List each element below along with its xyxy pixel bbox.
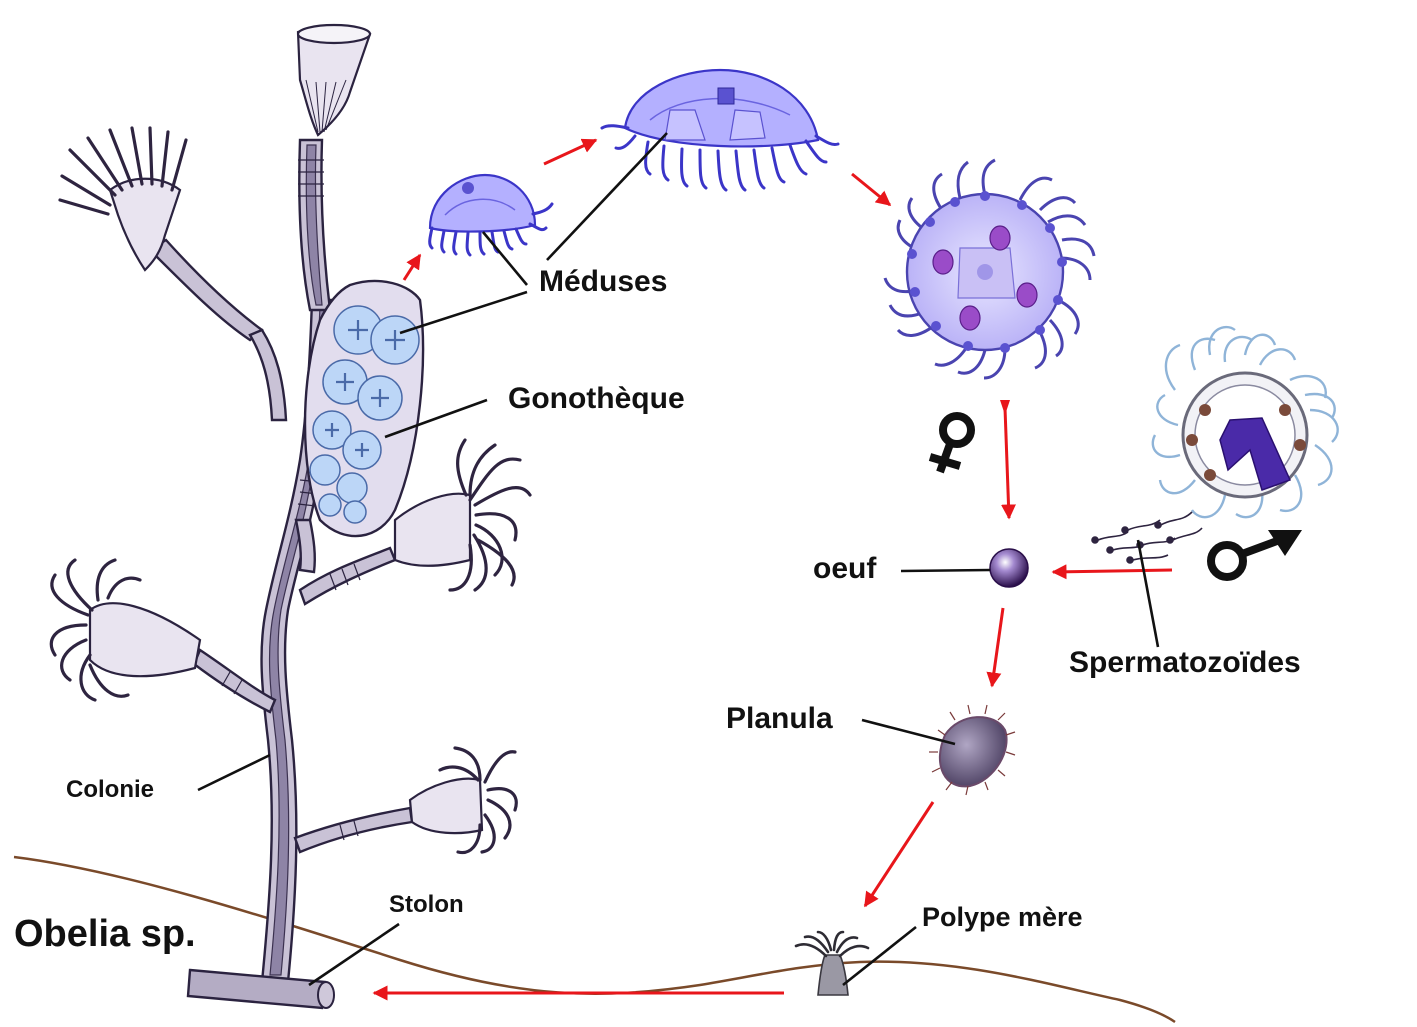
- large-medusa: [600, 68, 840, 192]
- label-gonotheque: Gonothèque: [508, 382, 685, 415]
- female-medusa: [883, 158, 1096, 380]
- leader-lines: [197, 132, 1160, 987]
- male-medusa: [1091, 325, 1339, 564]
- label-planula: Planula: [726, 702, 833, 735]
- label-stolon: Stolon: [389, 891, 464, 918]
- ground-line: [13, 855, 1176, 1024]
- label-colonie: Colonie: [66, 776, 154, 803]
- label-oeuf: oeuf: [813, 552, 877, 585]
- egg-cell: [989, 548, 1029, 588]
- svg-text:♀: ♀: [0, 0, 1, 1]
- label-polype-mere: Polype mère: [922, 902, 1083, 932]
- label-meduses: Méduses: [539, 265, 667, 298]
- svg-text:♂: ♂: [0, 0, 1, 1]
- small-medusa: [428, 173, 554, 257]
- mother-polyp: [794, 930, 870, 996]
- diagram-title: Obelia sp.: [14, 913, 196, 955]
- colony-illustration: [49, 23, 532, 1010]
- planula-larva: [929, 704, 1016, 796]
- label-spermatozoides: Spermatozoïdes: [1069, 646, 1301, 679]
- female-symbol: ♀: [0, 0, 975, 474]
- male-symbol: ♂: [0, 0, 1302, 581]
- stolon-tube: [186, 968, 327, 1010]
- cycle-arrows: [372, 138, 1173, 1001]
